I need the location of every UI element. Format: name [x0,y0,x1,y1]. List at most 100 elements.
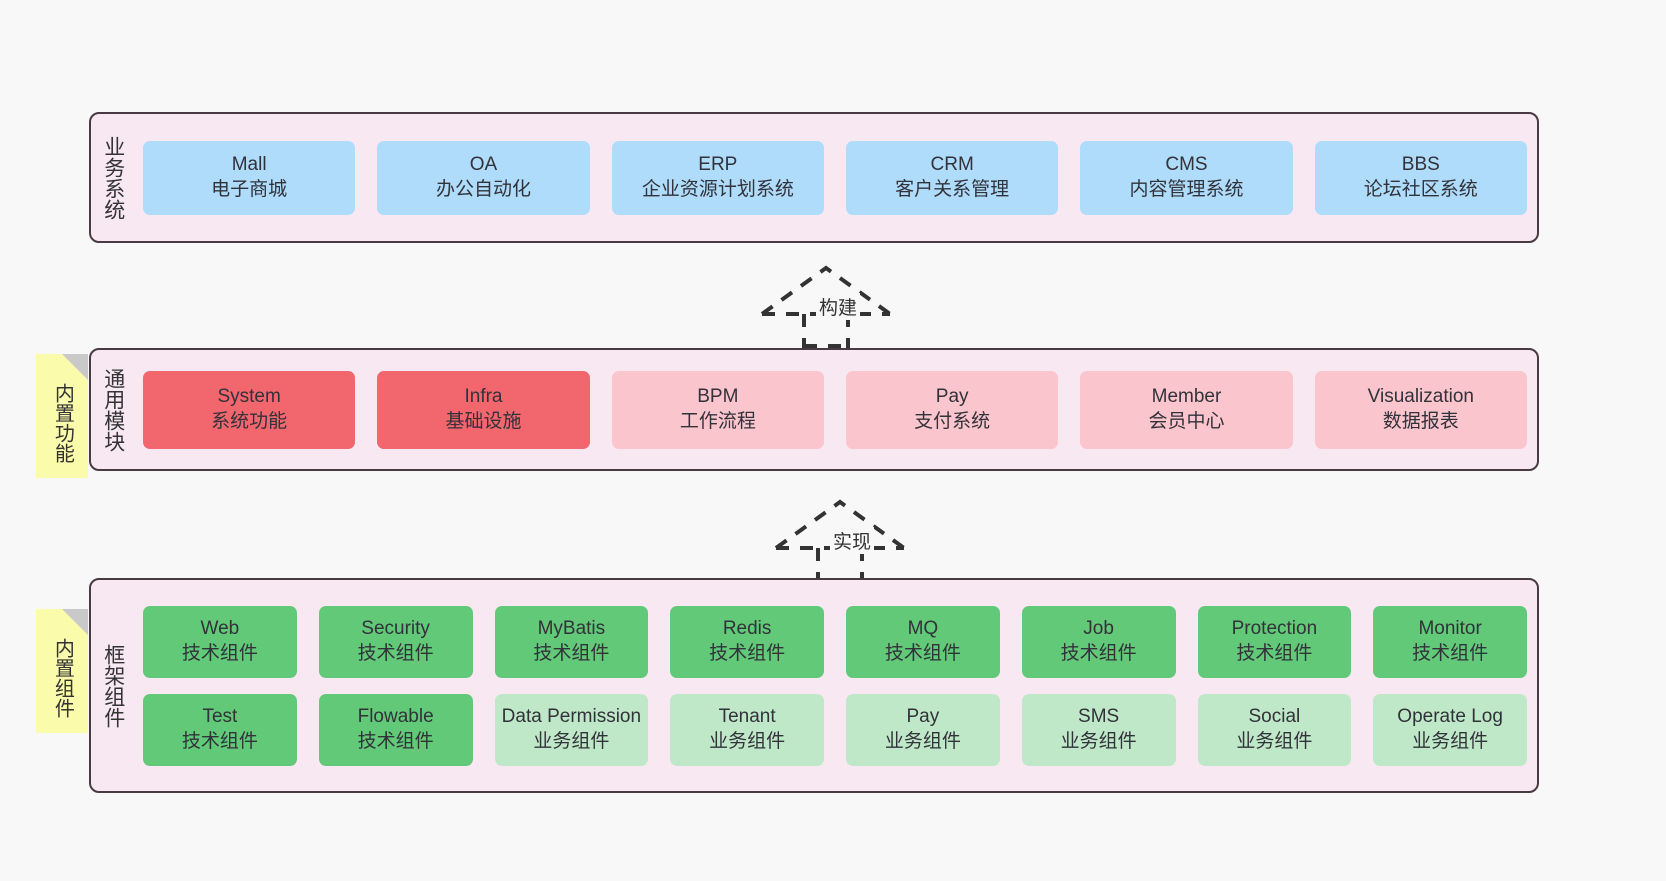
card-desc: 技术组件 [357,642,434,664]
card-desc: 系统功能 [211,410,288,432]
note-fold-corner-icon [62,354,88,380]
framework-card-flowable[interactable]: Flowable 技术组件 [318,693,473,766]
framework-card-mybatis[interactable]: MyBatis 技术组件 [494,605,649,678]
common-modules-card-list: System 系统功能 Infra 基础设施 BPM 工作流程 Pay 支付系统 [135,350,1537,469]
card-desc: 技术组件 [533,642,610,664]
card-name: ERP [698,153,738,175]
framework-card-monitor[interactable]: Monitor 技术组件 [1373,605,1527,678]
framework-card-security[interactable]: Security 技术组件 [318,605,473,678]
card-desc: 基础设施 [445,410,522,432]
sticky-note-builtin-component: 内置组件 [36,609,88,733]
card-desc: 数据报表 [1382,410,1459,432]
framework-card-pay[interactable]: Pay 业务组件 [846,693,1000,766]
card-desc: 业务组件 [533,730,610,752]
layer-title-framework-components: 框架组件 [101,643,125,728]
card-desc: 业务组件 [884,730,961,752]
framework-card-mq[interactable]: MQ 技术组件 [846,605,1000,678]
arrow-build-label: 构建 [816,293,861,320]
card-desc: 技术组件 [181,642,258,664]
business-card-cms[interactable]: CMS 内容管理系统 [1080,140,1293,215]
card-name: MQ [907,617,939,639]
module-card-pay[interactable]: Pay 支付系统 [845,370,1059,449]
card-name: System [217,385,281,407]
card-name: Mall [231,153,267,175]
card-name: Visualization [1367,385,1474,407]
card-name: Protection [1231,617,1318,639]
module-card-system[interactable]: System 系统功能 [143,370,356,449]
business-card-erp[interactable]: ERP 企业资源计划系统 [611,140,824,215]
card-name: Test [202,705,238,727]
card-name: Pay [935,385,969,407]
business-card-mall[interactable]: Mall 电子商城 [143,140,356,215]
card-desc: 技术组件 [709,642,786,664]
card-name: Pay [906,705,940,727]
card-name: MyBatis [537,617,606,639]
card-name: Member [1151,385,1222,407]
layer-common-modules: 通用模块 System 系统功能 Infra 基础设施 BPM 工作流程 [89,348,1539,471]
framework-card-sms[interactable]: SMS 业务组件 [1021,693,1176,766]
business-systems-card-list: Mall 电子商城 OA 办公自动化 ERP 企业资源计划系统 CRM 客户关系… [135,114,1537,241]
card-name: Social [1248,705,1301,727]
layer-title-common-modules: 通用模块 [101,367,125,452]
card-desc: 技术组件 [1236,642,1313,664]
business-card-crm[interactable]: CRM 客户关系管理 [845,140,1059,215]
sticky-note-label: 内置功能 [51,383,74,463]
framework-card-data-permission[interactable]: Data Permission 业务组件 [494,693,649,766]
module-card-member[interactable]: Member 会员中心 [1080,370,1293,449]
arrow-build: 构建 [758,262,938,348]
card-desc: 论坛社区系统 [1363,178,1478,200]
business-card-bbs[interactable]: BBS 论坛社区系统 [1314,140,1527,215]
framework-card-operate-log[interactable]: Operate Log 业务组件 [1373,693,1527,766]
framework-card-social[interactable]: Social 业务组件 [1197,693,1352,766]
framework-card-protection[interactable]: Protection 技术组件 [1197,605,1352,678]
card-name: BBS [1401,153,1440,175]
card-desc: 业务组件 [709,730,786,752]
card-name: Security [361,617,430,639]
card-desc: 企业资源计划系统 [641,178,794,200]
card-desc: 技术组件 [181,730,258,752]
framework-row-business: Test 技术组件 Flowable 技术组件 Data Permission … [143,693,1527,766]
card-desc: 办公自动化 [435,178,531,200]
framework-components-card-list: Web 技术组件 Security 技术组件 MyBatis 技术组件 Redi… [135,580,1537,791]
layer-title-business-systems: 业务系统 [101,135,125,220]
note-fold-corner-icon [62,609,88,635]
card-name: CRM [930,153,974,175]
card-name: Infra [464,385,503,407]
card-desc: 业务组件 [1060,730,1137,752]
framework-card-redis[interactable]: Redis 技术组件 [670,605,824,678]
card-desc: 业务组件 [1412,730,1489,752]
card-desc: 技术组件 [357,730,434,752]
card-name: Monitor [1418,617,1482,639]
framework-card-tenant[interactable]: Tenant 业务组件 [670,693,824,766]
framework-card-test[interactable]: Test 技术组件 [143,693,297,766]
arrow-implement-label: 实现 [830,527,875,554]
framework-card-web[interactable]: Web 技术组件 [143,605,297,678]
arrow-head-triangle [774,499,906,550]
card-name: Job [1083,617,1114,639]
module-card-infra[interactable]: Infra 基础设施 [377,370,590,449]
card-name: Redis [722,617,772,639]
layer-business-systems: 业务系统 Mall 电子商城 OA 办公自动化 ERP 企业资源计划系统 [89,112,1539,243]
card-name: BPM [697,385,739,407]
card-desc: 客户关系管理 [895,178,1010,200]
framework-card-job[interactable]: Job 技术组件 [1021,605,1176,678]
module-card-bpm[interactable]: BPM 工作流程 [611,370,824,449]
card-name: Web [200,617,240,639]
card-desc: 电子商城 [211,178,288,200]
business-card-oa[interactable]: OA 办公自动化 [377,140,590,215]
module-card-visualization[interactable]: Visualization 数据报表 [1314,370,1527,449]
card-name: SMS [1078,705,1120,727]
arrow-implement: 实现 [772,496,952,582]
card-name: OA [469,153,498,175]
sticky-note-label: 内置组件 [51,638,74,718]
card-desc: 业务组件 [1236,730,1313,752]
layer-framework-components: 框架组件 Web 技术组件 Security 技术组件 MyBatis 技术组件 [89,578,1539,793]
card-name: Flowable [357,705,434,727]
card-desc: 技术组件 [1412,642,1489,664]
card-name: Data Permission [501,705,642,727]
card-name: CMS [1165,153,1208,175]
card-desc: 技术组件 [884,642,961,664]
framework-row-technical: Web 技术组件 Security 技术组件 MyBatis 技术组件 Redi… [143,605,1527,678]
card-name: Operate Log [1397,705,1503,727]
